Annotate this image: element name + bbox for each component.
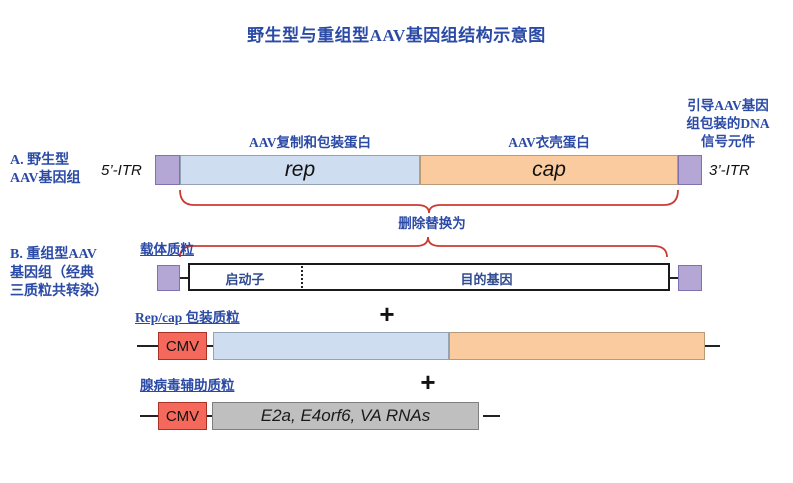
section-b-label-line1: B. 重组型AAV bbox=[10, 247, 97, 262]
packaging-signal-note: 引导AAV基因 组包装的DNA 信号元件 bbox=[666, 97, 790, 151]
cap-box: cap bbox=[420, 155, 678, 185]
packaging-signal-line2: 组包装的DNA bbox=[686, 116, 770, 131]
vector-itr-right-box bbox=[678, 265, 702, 291]
vector-backbone-box bbox=[188, 263, 670, 291]
packaging-signal-line3: 信号元件 bbox=[701, 134, 755, 149]
promoter-label: 启动子 bbox=[225, 272, 265, 287]
vector-plasmid-label: 载体质粒 bbox=[140, 242, 194, 257]
cap-protein-label: AAV衣壳蛋白 bbox=[508, 135, 590, 150]
section-a-label-line1: A. 野生型 bbox=[10, 153, 70, 168]
diagram-title: 野生型与重组型AAV基因组结构示意图 bbox=[247, 26, 546, 45]
rep-protein-label: AAV复制和包装蛋白 bbox=[248, 135, 371, 150]
itr5-label: 5’-ITR bbox=[101, 162, 142, 179]
delete-replace-label: 删除替换为 bbox=[398, 216, 466, 231]
plus-sign-2: + bbox=[420, 367, 436, 397]
connector-line bbox=[705, 345, 720, 347]
repcap-cmv-box: CMV bbox=[158, 332, 207, 360]
connector-line bbox=[670, 277, 678, 279]
section-b-label-line2: 基因组（经典 bbox=[10, 265, 94, 281]
itr3-box bbox=[678, 155, 702, 185]
packaging-signal-line1: 引导AAV基因 bbox=[687, 98, 769, 113]
repcap-plasmid-label: Rep/cap 包装质粒 bbox=[135, 310, 240, 325]
section-b-label-line3: 三质粒共转染） bbox=[10, 284, 108, 299]
gene-of-interest-label: 目的基因 bbox=[460, 272, 513, 287]
vector-itr-left-box bbox=[157, 265, 180, 291]
dotted-divider-line bbox=[301, 266, 303, 288]
itr3-label: 3’-ITR bbox=[709, 162, 750, 179]
helper-cmv-box: CMV bbox=[158, 402, 207, 430]
rep-box: rep bbox=[180, 155, 420, 185]
connector-line bbox=[483, 415, 500, 417]
helper-genes-box: E2a, E4orf6, VA RNAs bbox=[212, 402, 479, 430]
section-a-label-line2: AAV基因组 bbox=[10, 171, 81, 186]
section-b-label: B. 重组型AAV 基因组（经典 三质粒共转染） bbox=[10, 246, 128, 302]
connector-line bbox=[207, 415, 212, 417]
insertion-brace bbox=[179, 236, 668, 258]
helper-plasmid-label: 腺病毒辅助质粒 bbox=[140, 378, 235, 393]
cap-gene-label: cap bbox=[532, 158, 566, 181]
connector-line bbox=[180, 277, 188, 279]
plus-sign-1: + bbox=[379, 299, 395, 329]
connector-line bbox=[140, 415, 158, 417]
connector-line bbox=[137, 345, 158, 347]
itr5-box bbox=[155, 155, 180, 185]
section-a-label: A. 野生型 AAV基因组 bbox=[10, 152, 114, 188]
deletion-brace bbox=[179, 189, 679, 214]
connector-line bbox=[207, 345, 213, 347]
repcap-cmv-label: CMV bbox=[165, 337, 200, 355]
repcap-cap-box bbox=[449, 332, 705, 360]
helper-cmv-label: CMV bbox=[165, 407, 200, 425]
rep-gene-label: rep bbox=[284, 158, 316, 181]
helper-genes-label: E2a, E4orf6, VA RNAs bbox=[260, 406, 431, 425]
repcap-rep-box bbox=[213, 332, 449, 360]
